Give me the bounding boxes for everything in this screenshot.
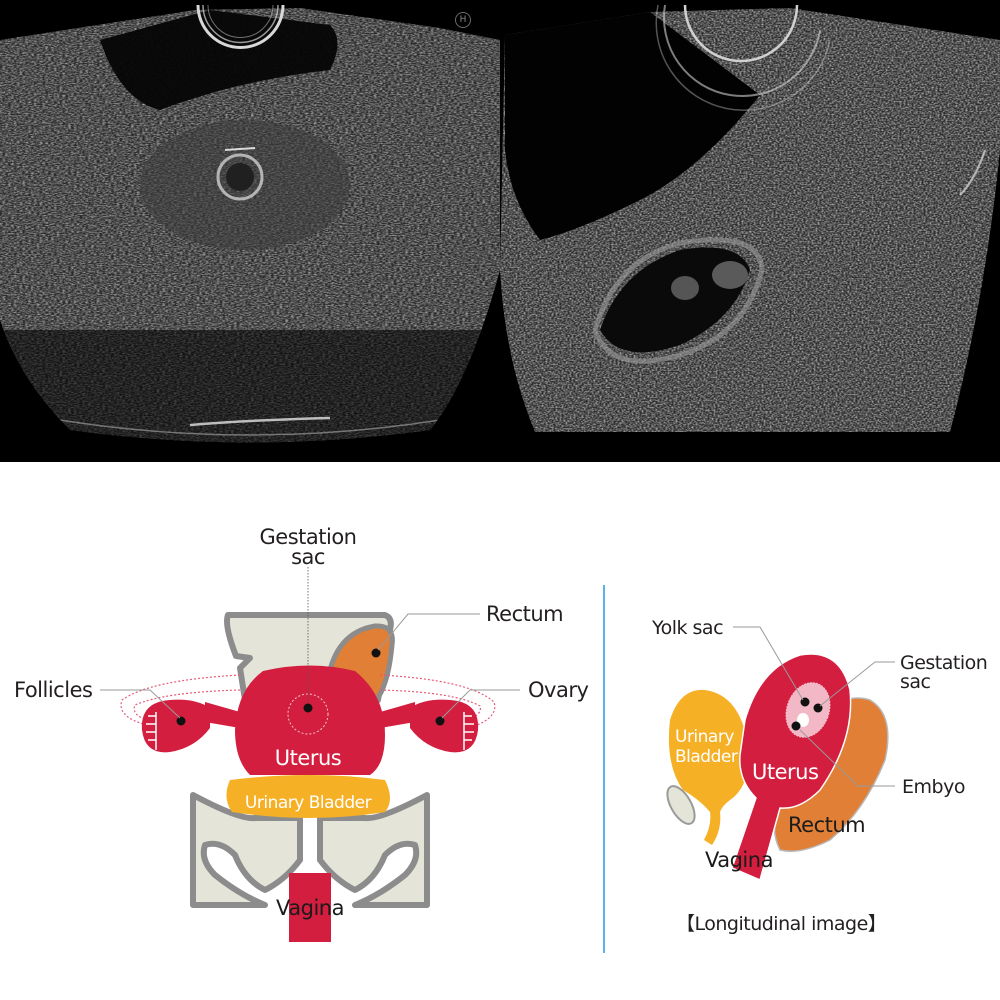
label-vagina-long: Vagina (705, 848, 773, 872)
left-ovary-shape (141, 699, 210, 753)
urinary-bladder-shape-long (668, 689, 749, 845)
pubic-bone-shape (666, 785, 696, 825)
ultrasound-strip: H (0, 0, 1000, 462)
label-embryo: Embyo (902, 776, 965, 798)
label-line: Bladder (675, 747, 738, 767)
transverse-diagram (100, 567, 520, 942)
label-follicles: Follicles (14, 678, 93, 702)
transverse-ultrasound (0, 8, 500, 443)
watermark-logo: H (455, 12, 471, 28)
label-vagina: Vagina (276, 896, 344, 920)
ultrasound-images (0, 4, 1000, 443)
uterus-shape (235, 665, 385, 775)
probe-rings-right (655, 4, 831, 111)
longitudinal-ultrasound (500, 8, 1000, 432)
vagina-shape (289, 873, 331, 942)
diagram-graphics (100, 567, 895, 942)
label-urinary-bladder: Urinary Bladder (244, 793, 372, 813)
label-line: Urinary (675, 727, 734, 747)
label-rectum-long: Rectum (788, 813, 866, 837)
label-line: Gestation (900, 652, 988, 674)
label-uterus: Uterus (274, 746, 342, 770)
label-rectum: Rectum (486, 602, 564, 626)
anatomy-diagrams (0, 462, 1000, 1000)
label-gestation-sac: Gestation sac (259, 525, 357, 569)
label-urinary-bladder-long: Urinary Bladder (675, 727, 738, 767)
right-ovary-shape (410, 699, 479, 753)
longitudinal-diagram (666, 626, 895, 882)
urinary-bladder-shape (226, 775, 390, 818)
label-uterus-long: Uterus (752, 760, 819, 784)
probe-rings-left (196, 4, 285, 49)
label-line: sac (291, 545, 325, 569)
label-yolk-sac: Yolk sac (652, 617, 724, 639)
panel-divider (603, 585, 605, 953)
label-ovary: Ovary (528, 678, 589, 702)
caption-longitudinal-image: 【Longitudinal image】 (676, 913, 887, 935)
label-gestation-sac-long: Gestation sac (900, 652, 988, 693)
label-line: sac (900, 671, 931, 693)
label-line: Gestation (259, 525, 357, 549)
pelvic-bone-lower (190, 792, 303, 908)
